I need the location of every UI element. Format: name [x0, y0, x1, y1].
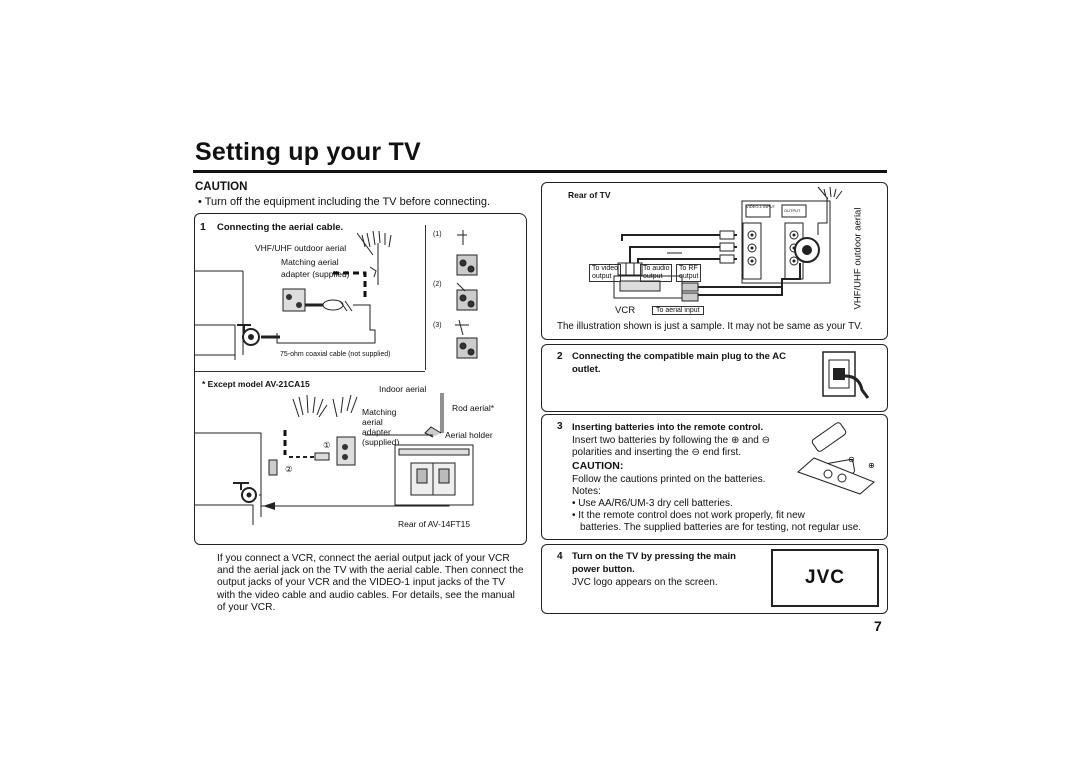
- note-2-line-2: batteries. The supplied batteries are fo…: [580, 522, 862, 533]
- svg-text:⊕: ⊕: [868, 461, 875, 470]
- step1-title: Connecting the aerial cable.: [217, 222, 344, 233]
- to-audio-output-2: output: [643, 273, 663, 280]
- step2-number: 2: [557, 351, 563, 362]
- step4-text: JVC logo appears on the screen.: [572, 577, 718, 588]
- note-1: • Use AA/R6/UM-3 dry cell batteries.: [572, 498, 733, 509]
- step3-number: 3: [557, 421, 563, 432]
- step-3-label: (3): [433, 322, 442, 329]
- vcr-connection-diagram: [613, 186, 843, 302]
- step1-divider: [425, 225, 426, 370]
- vhf-uhf-vertical-label: VHF/UHF outdoor aerial: [852, 207, 864, 310]
- page-number: 7: [874, 618, 882, 634]
- adapter-supplied-label: adapter (supplied): [281, 269, 350, 279]
- caution-text: • Turn off the equipment including the T…: [198, 196, 491, 208]
- rear-model-label: Rear of AV-14FT15: [398, 519, 471, 529]
- indoor-aerial-label: Indoor aerial: [379, 384, 427, 394]
- vcr-line-3: output jacks of your VCR and the VIDEO-1…: [217, 577, 506, 589]
- step1-box: [194, 213, 527, 545]
- step3-caution-text: Follow the cautions printed on the batte…: [572, 474, 766, 485]
- aerial-holder-label: Aerial holder: [445, 430, 493, 440]
- rear-of-tv-box: [541, 182, 888, 340]
- to-audio-output-1: To audio: [643, 265, 670, 272]
- to-rf-output-box: To RF output: [676, 264, 702, 282]
- rear-of-tv-label: Rear of TV: [568, 190, 611, 200]
- step3-line-1: Insert two batteries by following the ⊕ …: [572, 435, 770, 446]
- aerial-connection-diagram: [195, 230, 478, 360]
- vcr-label: VCR: [615, 305, 636, 316]
- step3-caution: CAUTION:: [572, 460, 624, 472]
- except-model-label: * Except model AV-21CA15: [202, 379, 310, 389]
- adapter-label: adapter: [362, 427, 391, 437]
- vhf-uhf-label: VHF/UHF outdoor aerial: [255, 243, 347, 253]
- to-video-output-1: To video: [592, 265, 619, 272]
- output-label: OUTPUT: [784, 208, 801, 213]
- vcr-line-1: If you connect a VCR, connect the aerial…: [217, 553, 510, 564]
- step1-number: 1: [200, 221, 206, 233]
- to-aerial-input-label: To aerial input: [652, 306, 704, 315]
- coax-cable-label: 75-ohm coaxial cable (not supplied): [280, 351, 391, 358]
- step1-h-divider: [195, 371, 425, 372]
- aerial-label: aerial: [362, 417, 383, 427]
- vcr-line-4: with the video cable and audio cables. F…: [217, 589, 515, 601]
- vcr-line-2: and the aerial jack on the TV with the a…: [217, 565, 524, 577]
- circle-1-label: ①: [323, 440, 331, 450]
- jvc-screen: JVC: [771, 549, 879, 607]
- to-video-output-2: output: [592, 273, 612, 280]
- outdoor-aerial-icon: [356, 230, 392, 259]
- jvc-logo: JVC: [805, 567, 845, 588]
- title-rule: [193, 170, 887, 173]
- vcr-paragraph: If you connect a VCR, connect the aerial…: [217, 553, 524, 614]
- video-input-label: VIDEO-1 INPUT: [746, 204, 776, 209]
- step4-title-2: power button.: [572, 564, 635, 575]
- vcr-line-5: of your VCR.: [217, 601, 276, 613]
- step2-title-2: outlet.: [572, 364, 601, 375]
- ac-outlet-icon: [822, 351, 870, 399]
- rod-aerial-label: Rod aerial*: [452, 403, 495, 413]
- step3-title: Inserting batteries into the remote cont…: [572, 422, 764, 433]
- illustration-note: The illustration shown is just a sample.…: [557, 321, 863, 332]
- to-audio-output-box: To audio output: [640, 264, 673, 282]
- matching-label: Matching: [362, 407, 397, 417]
- remote-battery-illustration: ⊕ ⊖: [797, 422, 875, 495]
- step3-box: [541, 414, 888, 540]
- step4-title-1: Turn on the TV by pressing the main: [572, 551, 736, 562]
- caution-heading: CAUTION: [195, 181, 248, 193]
- step2-title-1: Connecting the compatible main plug to t…: [572, 351, 786, 362]
- page-title: Setting up your TV: [195, 138, 421, 166]
- step-1-label: (1): [433, 231, 442, 238]
- circle-2-label: ②: [285, 464, 293, 474]
- matching-aerial-label: Matching aerial: [281, 257, 339, 267]
- note-2-line-1: • It the remote control does not work pr…: [572, 510, 805, 521]
- step-2-label: (2): [433, 281, 442, 288]
- step4-number: 4: [557, 551, 563, 562]
- supplied-label: (supplied): [362, 437, 400, 447]
- step4-box: [541, 544, 888, 614]
- svg-text:⊖: ⊖: [848, 455, 855, 464]
- to-video-output-box: To video output: [589, 264, 622, 282]
- indoor-aerial-diagram: [195, 393, 474, 525]
- to-rf-output-2: output: [679, 273, 699, 280]
- notes-label: Notes:: [572, 486, 601, 497]
- step2-box: [541, 344, 888, 412]
- to-rf-output-1: To RF: [679, 265, 698, 272]
- step3-line-2: polarities and inserting the ⊖ end first…: [572, 447, 742, 458]
